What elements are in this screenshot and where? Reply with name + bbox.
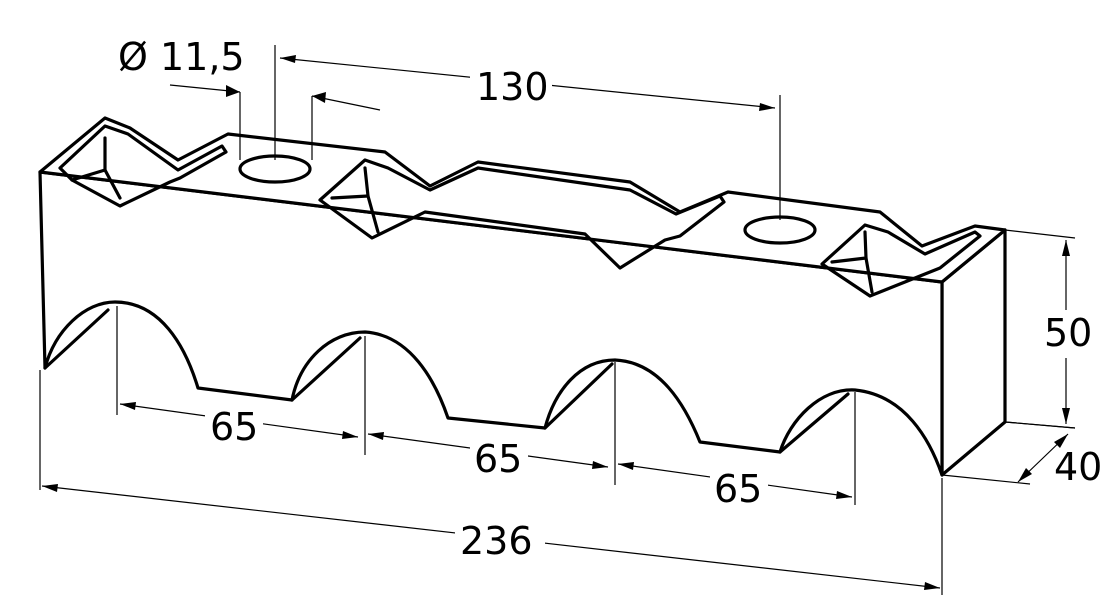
cutout-edges — [43, 308, 850, 454]
saddle-groove-right — [820, 223, 982, 298]
pitch-label-3: 65 — [714, 467, 762, 511]
block-body — [38, 116, 1007, 477]
saddle-groove-center-left — [318, 158, 726, 270]
saddle-groove-left — [58, 124, 228, 208]
arrowheads — [42, 55, 1070, 590]
saddle-grooves — [58, 124, 982, 298]
height-label: 50 — [1044, 311, 1092, 355]
hole-spacing-label: 130 — [476, 65, 549, 109]
overall-length-label: 236 — [460, 519, 533, 563]
pitch-label-1: 65 — [210, 405, 258, 449]
depth-label: 40 — [1054, 445, 1102, 489]
pitch-label-2: 65 — [474, 437, 522, 481]
hole-diameter-label: Ø 11,5 — [118, 35, 245, 79]
